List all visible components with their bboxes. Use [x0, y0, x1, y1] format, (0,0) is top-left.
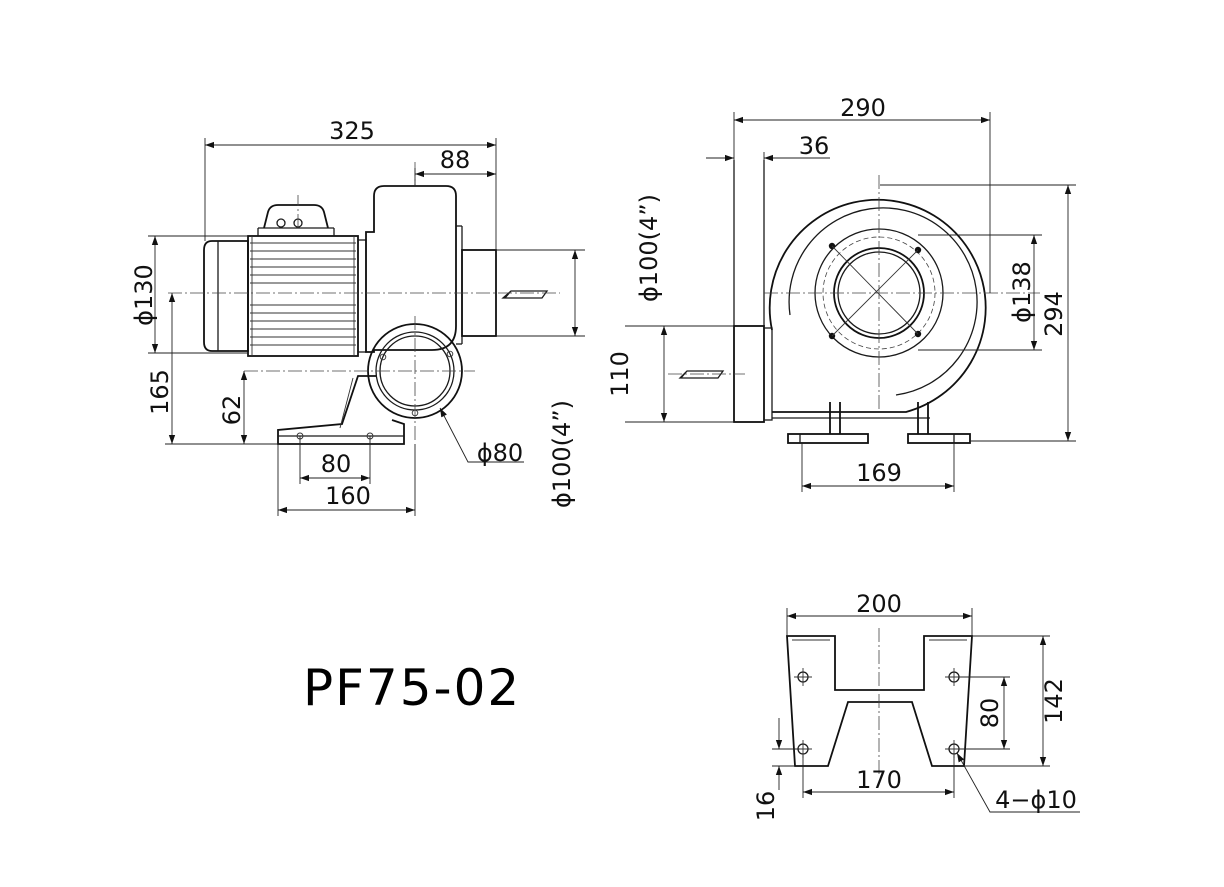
- side-view-dimensions: [148, 138, 585, 516]
- dim-160: 160: [325, 482, 371, 510]
- terminal-box: [257, 204, 335, 237]
- front-base: [772, 402, 971, 444]
- outlet-duct-front: [733, 160, 773, 423]
- dim-62: 62: [218, 395, 246, 426]
- dim-142: 142: [1040, 678, 1068, 724]
- front-view-dimensions: [625, 112, 1076, 492]
- dim-290: 290: [840, 94, 886, 122]
- dim-phi80: ϕ80: [477, 439, 523, 467]
- dim-165: 165: [146, 369, 174, 415]
- scroll-housing: [768, 198, 987, 413]
- dim-88: 88: [440, 146, 471, 174]
- blower-casing: [365, 185, 463, 353]
- dim-phi138: ϕ138: [1008, 261, 1036, 323]
- stand-foot: [277, 375, 405, 445]
- dim-80-base: 80: [976, 698, 1004, 729]
- dim-294: 294: [1040, 291, 1068, 337]
- dim-36: 36: [799, 132, 830, 160]
- model-title: PF75-02: [303, 659, 521, 717]
- dim-phi100-side: ϕ100(4”): [548, 400, 576, 508]
- dim-80-side: 80: [321, 450, 352, 478]
- flow-arrow-front-icon: [678, 370, 725, 379]
- base-plate: [786, 635, 973, 767]
- dim-170: 170: [856, 766, 902, 794]
- dim-4-phi10: 4−ϕ10: [995, 786, 1077, 814]
- motor-fins: [250, 236, 356, 356]
- dim-325: 325: [329, 117, 375, 145]
- dim-16: 16: [752, 791, 780, 822]
- dimension-labels: 325 88 ϕ130 165 62 80 160 ϕ80 ϕ100(4”) 2…: [130, 94, 1077, 821]
- side-view: [168, 162, 560, 445]
- dim-phi100-front: ϕ100(4”): [635, 194, 663, 302]
- dim-200: 200: [856, 590, 902, 618]
- dim-110: 110: [606, 351, 634, 397]
- base-view-dimensions: [772, 608, 1080, 813]
- base-view: [786, 628, 973, 775]
- front-view: [668, 160, 1040, 444]
- dim-169: 169: [856, 459, 902, 487]
- flow-arrow-icon: [501, 290, 549, 299]
- dim-phi130: ϕ130: [130, 264, 158, 326]
- mounting-holes: [794, 668, 963, 758]
- motor-body: [203, 235, 367, 357]
